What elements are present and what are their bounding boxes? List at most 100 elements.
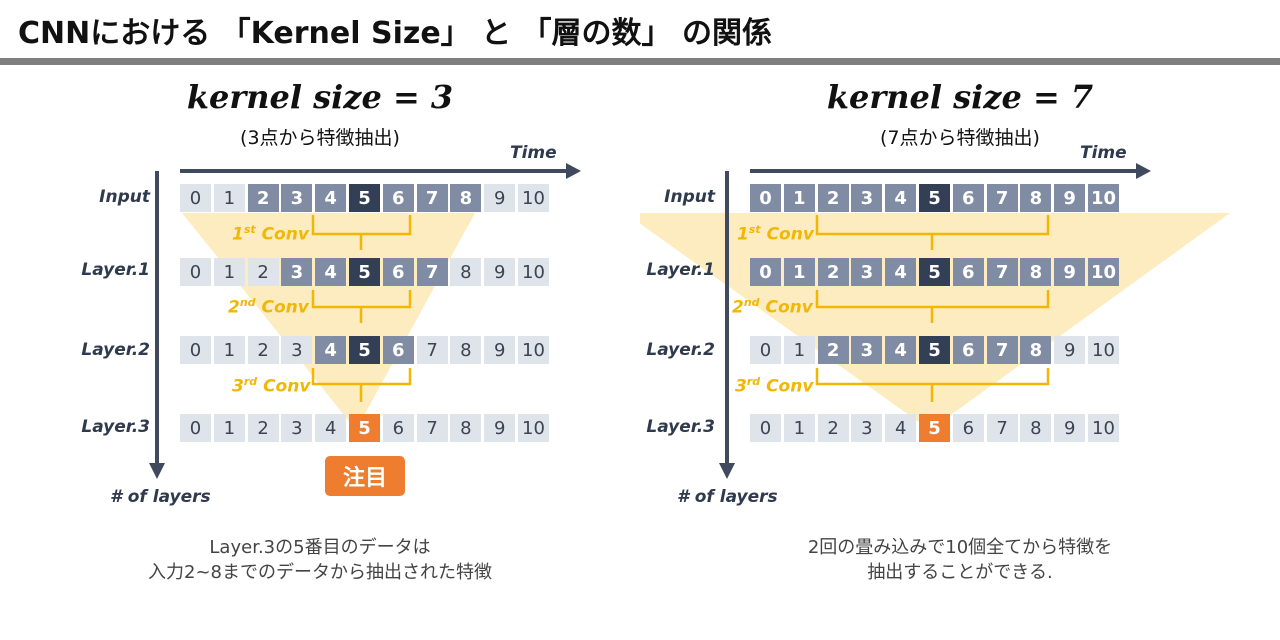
sequence-cell: 6 [382,336,414,364]
sequence-cell: 10 [1088,258,1119,286]
sequence-cell: 1 [783,414,815,442]
sequence-cell: 10 [1088,184,1119,212]
sequence-cell: 7 [416,184,448,212]
sequence-cell: 8 [1020,258,1052,286]
conv-label-1: 1st Conv [737,223,814,245]
sequence-cell: 8 [1020,184,1052,212]
sequence-cell: 2 [247,258,279,286]
conv-label-3: 3rd Conv [735,375,814,397]
panel-kernel-3: kernel size = 3 (3点から特徴抽出) Time # of lay… [0,65,640,640]
sequence-cell: 8 [450,414,482,442]
sequence-cell: 9 [484,414,516,442]
sequence-cell: 5 [919,258,950,286]
sequence-cell: 6 [952,184,984,212]
sequence-cell: 0 [180,184,211,212]
sequence-cell: 7 [416,336,448,364]
sequence-cell: 5 [919,414,950,442]
sequence-cell: 9 [484,336,516,364]
conv-label-2: 2nd Conv [228,296,309,318]
kernel-size-heading: kernel size = 3 [186,78,454,116]
sequence-cell: 3 [281,258,313,286]
sequence-cell: 0 [180,414,211,442]
sequence-cell: 5 [919,336,950,364]
sequence-cell: 2 [247,414,279,442]
sequence-cell: 9 [1054,336,1086,364]
conv-label-2: 2nd Conv [732,296,813,318]
sequence-cell: 5 [349,414,380,442]
sequence-cell: 9 [1054,414,1086,442]
sequence-cell: 9 [484,184,516,212]
sequence-cell: 9 [484,258,516,286]
sequence-cell: 4 [885,414,917,442]
sequence-cell: 0 [750,184,781,212]
sequence-cell: 2 [817,258,849,286]
conv-label-3: 3rd Conv [232,375,311,397]
sequence-cell: 4 [315,414,347,442]
kernel-size-heading: kernel size = 7 [826,78,1094,116]
sequence-cell: 0 [180,258,211,286]
page-title: CNNにおける 「Kernel Size」 と 「層の数」 の関係 [18,16,772,51]
sequence-cell: 4 [885,336,917,364]
row-label-layer1: Layer.1 [646,260,715,280]
layers-axis-label: # of layers [677,487,778,507]
sequence-cell: 0 [180,336,211,364]
sequence-cell: 9 [1054,184,1086,212]
caption: 2回の畳み込みで10個全てから特徴を 抽出することができる. [640,535,1280,585]
sequence-cell: 7 [416,414,448,442]
sequence-cell: 5 [349,184,380,212]
caption-line: 入力2~8までのデータから抽出された特徴 [148,562,492,583]
sequence-cell: 3 [281,336,313,364]
row-label-layer1: Layer.1 [81,260,150,280]
sequence-cell: 2 [247,336,279,364]
sequence-cell: 8 [450,184,482,212]
layers-axis-label: # of layers [110,487,211,507]
sequence-cell: 1 [783,258,815,286]
sequence-cell: 7 [986,184,1018,212]
sequence-cell: 8 [450,258,482,286]
sequence-cell: 1 [213,414,245,442]
sequence-cell: 3 [281,184,313,212]
sequence-cell: 4 [315,336,347,364]
sequence-cell: 2 [247,184,279,212]
sequence-cell: 0 [750,336,781,364]
row-label-input: Input [664,187,715,207]
row-label-layer2: Layer.2 [646,340,715,360]
sequence-cell: 8 [450,336,482,364]
sequence-cell: 4 [885,258,917,286]
sequence-cell: 3 [851,336,883,364]
sequence-cell: 7 [416,258,448,286]
sequence-cell: 10 [518,414,549,442]
sequence-cell: 3 [851,414,883,442]
sequence-cell: 9 [1054,258,1086,286]
caption: Layer.3の5番目のデータは 入力2~8までのデータから抽出された特徴 [0,535,640,585]
sequence-cell: 2 [817,184,849,212]
sequence-cell: 1 [783,336,815,364]
sequence-cell: 6 [952,414,984,442]
sequence-cell: 5 [349,336,380,364]
caption-line: 2回の畳み込みで10個全てから特徴を [807,537,1113,558]
kernel-size-subheading: (3点から特徴抽出) [240,127,400,149]
sequence-cell: 4 [315,184,347,212]
sequence-cell: 6 [952,336,984,364]
sequence-cell: 1 [783,184,815,212]
row-label-layer3: Layer.3 [646,417,715,437]
sequence-cell: 10 [518,336,549,364]
sequence-cell: 10 [518,184,549,212]
sequence-cell: 8 [1020,414,1052,442]
sequence-cell: 10 [518,258,549,286]
sequence-cell: 6 [382,258,414,286]
sequence-cell: 7 [986,336,1018,364]
title-divider [0,58,1280,65]
panel-kernel-7: kernel size = 7 (7点から特徴抽出) Time # of lay… [640,65,1280,640]
sequence-cell: 3 [851,258,883,286]
row-label-layer2: Layer.2 [81,340,150,360]
sequence-cell: 6 [382,184,414,212]
sequence-cell: 5 [919,184,950,212]
sequence-cell: 4 [885,184,917,212]
sequence-cell: 6 [382,414,414,442]
sequence-cell: 0 [750,258,781,286]
kernel-size-subheading: (7点から特徴抽出) [880,127,1040,149]
sequence-cell: 1 [213,336,245,364]
sequence-cell: 7 [986,414,1018,442]
sequence-cell: 6 [952,258,984,286]
